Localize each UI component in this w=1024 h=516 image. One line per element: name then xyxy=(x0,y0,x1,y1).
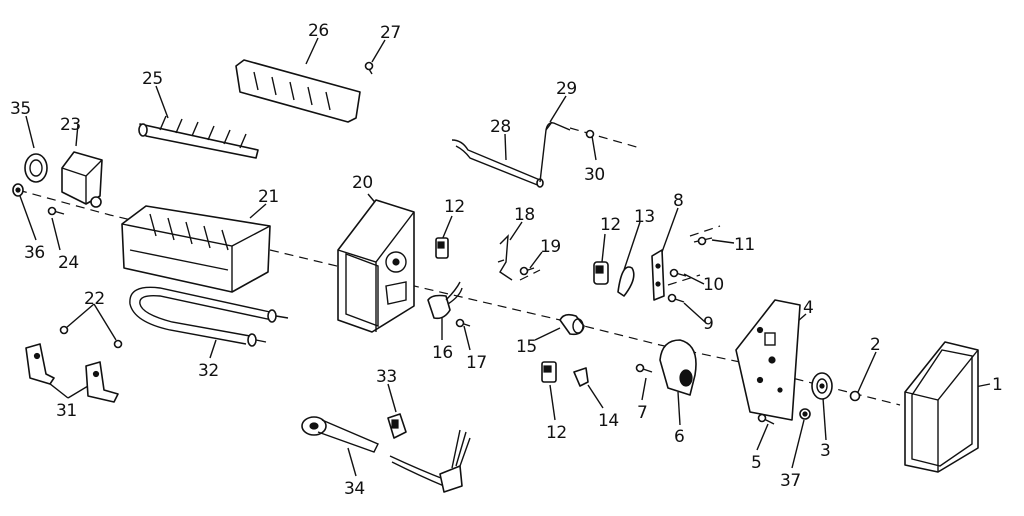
label-12a: 12 xyxy=(444,197,465,217)
label-33: 33 xyxy=(376,367,397,387)
label-3: 3 xyxy=(820,441,830,461)
label-8: 8 xyxy=(673,191,683,211)
ice-mold-part xyxy=(121,205,271,293)
label-7: 7 xyxy=(637,403,647,423)
screw-part-2 xyxy=(849,390,861,402)
label-20: 20 xyxy=(352,173,373,193)
label-1: 1 xyxy=(992,375,1002,395)
label-31: 31 xyxy=(56,401,77,421)
label-10: 10 xyxy=(703,275,724,295)
mounting-bracket-part-b xyxy=(85,361,119,403)
label-18: 18 xyxy=(514,205,535,225)
label-21: 21 xyxy=(258,187,279,207)
ejector-part xyxy=(138,115,259,159)
switch-part-12c xyxy=(541,361,557,383)
label-5: 5 xyxy=(751,453,761,473)
label-4: 4 xyxy=(803,298,813,318)
label-32: 32 xyxy=(198,361,219,381)
label-34: 34 xyxy=(344,479,365,499)
screw-part-11 xyxy=(693,236,713,246)
label-2: 2 xyxy=(870,335,880,355)
shutoff-arm-part xyxy=(451,139,544,188)
label-6: 6 xyxy=(674,427,684,447)
parts xyxy=(12,59,979,493)
gear-part xyxy=(811,372,833,400)
mounting-plate-part xyxy=(735,299,801,421)
nut-part-37 xyxy=(799,408,811,420)
motor-part xyxy=(659,339,697,396)
label-35: 35 xyxy=(10,99,31,119)
callout-numbers: 1 2 3 4 5 6 7 8 9 10 11 12 12 12 12 13 1… xyxy=(10,21,1003,499)
label-17: 17 xyxy=(466,353,487,373)
screw-part-10 xyxy=(669,268,687,278)
label-14: 14 xyxy=(598,411,619,431)
wire-harness-part xyxy=(301,416,471,493)
lever-part xyxy=(539,121,571,183)
label-25: 25 xyxy=(142,69,163,89)
connector-part xyxy=(387,413,407,439)
stripper-part xyxy=(235,59,361,123)
label-30: 30 xyxy=(584,165,605,185)
screw-part-22a xyxy=(59,325,69,335)
front-cover-part xyxy=(904,341,979,473)
mounting-bracket-part-a xyxy=(25,343,55,385)
label-12c: 12 xyxy=(546,423,567,443)
arm-part xyxy=(497,234,513,281)
valve-part xyxy=(427,281,463,320)
switch-part-12b xyxy=(593,261,609,285)
label-28: 28 xyxy=(490,117,511,137)
label-22: 22 xyxy=(84,289,105,309)
label-27: 27 xyxy=(380,23,401,43)
coupler-part xyxy=(559,313,585,336)
screw-part-30 xyxy=(585,129,595,139)
label-37: 37 xyxy=(780,471,801,491)
heater-part xyxy=(129,286,289,347)
bracket-part-8 xyxy=(651,249,665,301)
label-13: 13 xyxy=(634,207,655,227)
clip-part xyxy=(573,367,589,387)
assembly-axis-lines xyxy=(17,127,901,406)
grommet-part xyxy=(24,153,48,183)
screw-part-24 xyxy=(47,206,65,216)
control-housing-part xyxy=(337,199,415,333)
switch-part-12a xyxy=(435,237,449,259)
label-19: 19 xyxy=(540,237,561,257)
label-26: 26 xyxy=(308,21,329,41)
label-24: 24 xyxy=(58,253,79,273)
screw-part-27 xyxy=(364,61,374,75)
spring-part xyxy=(617,266,635,297)
label-36: 36 xyxy=(24,243,45,263)
screw-part-5 xyxy=(757,413,775,425)
screw-part-9 xyxy=(667,293,685,303)
label-11: 11 xyxy=(734,235,755,255)
label-9: 9 xyxy=(703,314,713,334)
label-16: 16 xyxy=(432,343,453,363)
label-23: 23 xyxy=(60,115,81,135)
screw-part-19 xyxy=(519,266,535,276)
nut-part-36 xyxy=(12,183,24,197)
fill-cup-part xyxy=(61,151,103,208)
screw-part-17 xyxy=(455,318,471,328)
label-15: 15 xyxy=(516,337,537,357)
label-29: 29 xyxy=(556,79,577,99)
label-12b: 12 xyxy=(600,215,621,235)
screw-part-7 xyxy=(635,363,653,373)
screw-part-22b xyxy=(113,339,123,349)
